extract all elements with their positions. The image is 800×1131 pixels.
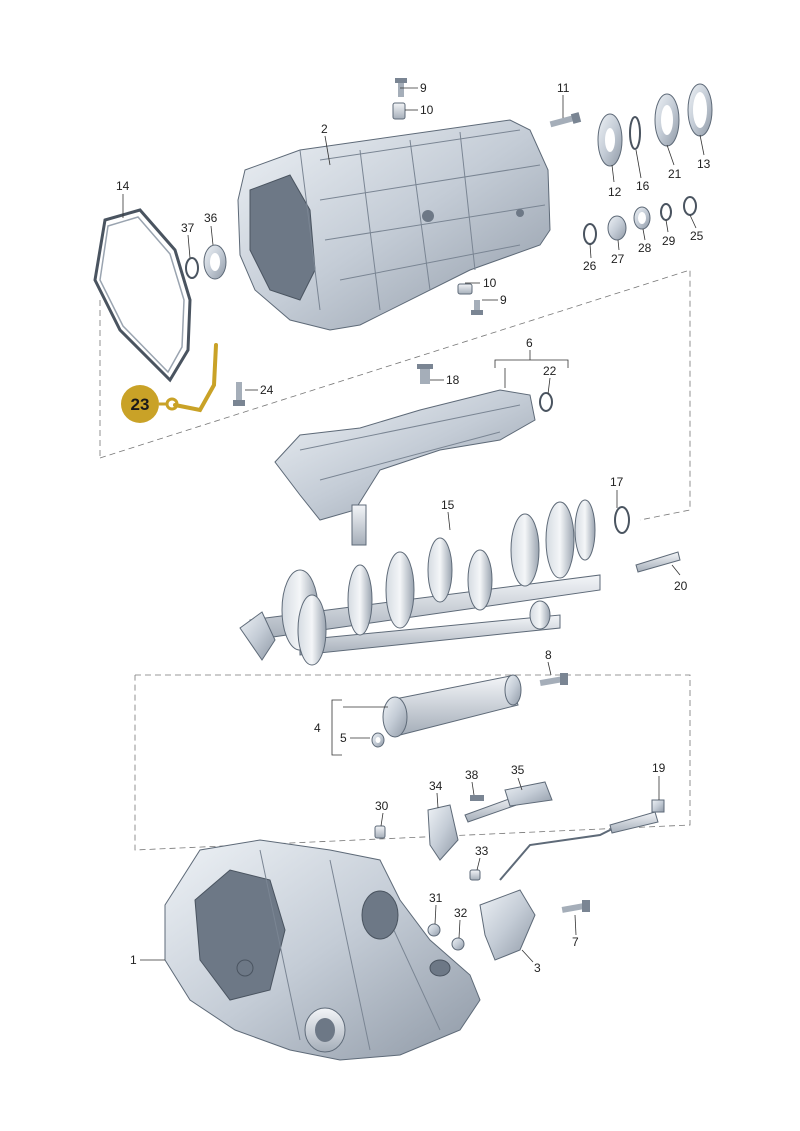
leader-lines [122,87,705,963]
small-parts-lower [374,781,665,961]
transmission-case-1 [164,839,481,1061]
label-10-mid: 10 [483,276,497,290]
label-14: 14 [116,179,130,193]
label-34: 34 [429,779,443,793]
label-20: 20 [674,579,688,593]
assembly-frames [99,269,691,851]
label-18: 18 [446,373,460,387]
label-37: 37 [181,221,195,235]
label-24: 24 [260,383,274,397]
label-38: 38 [465,768,479,782]
label-5: 5 [340,731,347,745]
part-labels: 9 10 2 11 12 16 21 13 14 37 36 26 27 28 … [116,81,711,975]
oil-filter-4 [371,674,522,748]
bolt-8 [539,673,568,687]
bolt-11 [549,112,582,128]
highlight-circle [121,385,159,423]
highlight-label: 23 [131,395,150,414]
label-15: 15 [441,498,455,512]
label-6: 6 [526,336,533,350]
label-12: 12 [608,185,622,199]
label-9-top: 9 [420,81,427,95]
oil-pipe-23 [165,343,218,413]
label-9-mid: 9 [500,293,507,307]
label-26: 26 [583,259,597,273]
label-10-top: 10 [420,103,434,117]
label-29: 29 [662,234,676,248]
label-35: 35 [511,763,525,777]
valve-body-6 [274,364,553,546]
label-32: 32 [454,906,468,920]
label-31: 31 [429,891,443,905]
ring-set-right [583,196,697,245]
label-22: 22 [543,364,557,378]
label-3: 3 [534,961,541,975]
label-25: 25 [690,229,704,243]
label-27: 27 [611,252,625,266]
ring-set-left [185,244,227,280]
label-33: 33 [475,844,489,858]
gear-shafts-15 [239,499,681,666]
label-17: 17 [610,475,624,489]
bolt-9-top [392,78,407,120]
bolt-9-10-mid [457,283,483,315]
label-2: 2 [321,122,328,136]
label-16: 16 [636,179,650,193]
label-8: 8 [545,648,552,662]
label-28: 28 [638,241,652,255]
highlight-badge-23[interactable]: 23 [121,385,168,423]
label-36: 36 [204,211,218,225]
label-13: 13 [697,157,711,171]
label-21: 21 [668,167,682,181]
label-7: 7 [572,935,579,949]
label-11: 11 [557,81,570,95]
label-30: 30 [375,799,389,813]
label-4: 4 [314,721,321,735]
gearbox-housing-2 [237,119,551,331]
label-1: 1 [130,953,137,967]
bearing-set-top-right [597,83,713,167]
gasket-14 [93,208,192,383]
label-19: 19 [652,761,666,775]
bolt-24 [233,382,245,406]
